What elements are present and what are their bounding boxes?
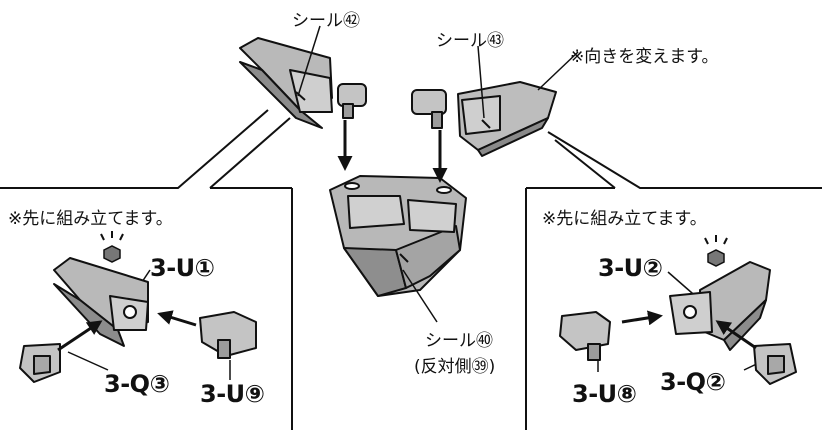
part-right-joint: [559, 311, 611, 361]
arrows-left: [57, 310, 197, 352]
arrows-top: [337, 120, 448, 183]
part-code-3q2: 3-Q②: [660, 368, 726, 396]
part-code-3u2: 3-U②: [598, 254, 663, 282]
seal-40-label: シール㊵: [425, 331, 493, 351]
callout-box-left: [0, 109, 293, 430]
part-center-torso: [329, 175, 467, 297]
pre-assemble-note-left: ※先に組み立てます。: [8, 209, 173, 229]
reverse-direction-note: ※向きを変えます。: [570, 47, 719, 67]
callout-box-right: [525, 131, 822, 430]
part-right-grip: [753, 343, 797, 385]
part-code-3q3: 3-Q③: [104, 370, 170, 398]
part-left-shield: [53, 257, 149, 347]
pre-assemble-note-right: ※先に組み立てます。: [542, 209, 707, 229]
attention-icon-left: [100, 231, 124, 263]
attention-icon-right: [704, 235, 728, 267]
part-left-joint: [199, 311, 257, 359]
seal-40-reverse-label: (反対側㊴): [414, 357, 496, 377]
part-top-right-armor: [411, 81, 557, 157]
part-top-left-armor: [239, 37, 367, 129]
part-code-3u8: 3-U⑧: [572, 380, 637, 408]
part-left-grip: [19, 343, 61, 383]
part-code-3u9: 3-U⑨: [200, 380, 265, 408]
seal-42-label: シール㊷: [292, 11, 360, 31]
part-right-shield: [669, 261, 771, 351]
arrows-right: [621, 310, 757, 350]
seal-43-label: シール㊸: [436, 31, 504, 51]
part-code-3u1: 3-U①: [150, 254, 215, 282]
